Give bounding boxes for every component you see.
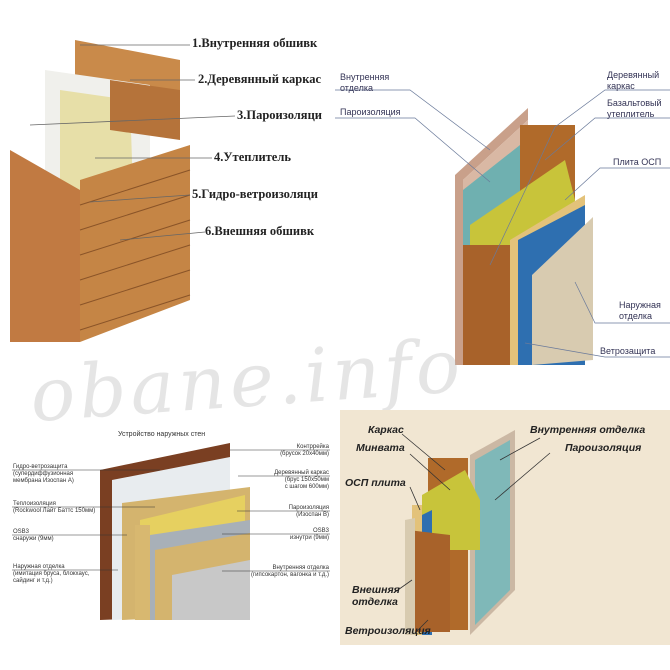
label-wood-frame: 2.Деревянный каркас — [198, 72, 322, 86]
diagram-wall-layers-numbered: 1.Внутренняя обшивк 2.Деревянный каркас … — [0, 30, 335, 350]
label-outer-finish: Наружная отделка (имитация бруса, блокха… — [13, 564, 90, 584]
label-vapor-barrier: Пароизоляция — [565, 442, 642, 454]
label-wind-barrier: Ветроизоляция — [345, 625, 431, 637]
wall-illustration — [335, 89, 670, 365]
label-inner-finish: Внутренняя отделка — [340, 72, 390, 93]
label-osb-board: Плита ОСП — [613, 157, 662, 167]
label-wind-barrier: 5.Гидро-ветроизоляци — [192, 187, 318, 201]
label-thermal-insulation: Теплоизоляция (Rockwool Лайт Баттс 150мм… — [13, 501, 96, 514]
label-counter-batten: Контррейка (брусок 20х40мм) — [280, 444, 329, 457]
label-osb-board: ОСП плита — [345, 477, 406, 489]
wall-illustration — [394, 430, 551, 635]
label-vapor-barrier: 3.Пароизоляци — [237, 108, 322, 122]
label-vapor-barrier: Пароизоляция (Изоспан В) — [288, 505, 329, 518]
label-inner-sheathing: 1.Внутренняя обшивк — [192, 36, 318, 50]
wall-illustration — [12, 443, 330, 620]
label-outer-sheathing: 6.Внешняя обшивк — [205, 224, 315, 238]
label-wind-barrier: Гидро-ветрозащита (супердиффузионная мем… — [13, 464, 74, 484]
diagram-frame-wall-mineral-wool: Каркас Минвата ОСП плита Внешняя отделка… — [340, 410, 670, 645]
label-frame: Каркас — [368, 424, 404, 436]
label-insulation: 4.Утеплитель — [214, 150, 291, 164]
label-outer-finish: Внешняя отделка — [352, 584, 400, 608]
label-wood-frame: Деревянный каркас (брус 150х50мм с шагом… — [274, 470, 329, 490]
label-mineral-wool: Минвата — [356, 442, 405, 454]
label-wood-frame: Деревянный каркас — [607, 70, 660, 91]
diagram-title: Устройство наружных стен — [118, 431, 206, 438]
label-basalt-insulation: Базальтовый утеплитель — [607, 98, 662, 119]
label-osb-inside: OSB3 изнутри (9мм) — [289, 528, 329, 541]
label-osb-outside: OSB3 снаружи (9мм) — [13, 529, 54, 542]
label-outer-finish: Наружная отделка — [619, 300, 661, 321]
label-inner-finish: Внутренняя отделка — [530, 424, 646, 436]
label-wind-protection: Ветрозащита — [600, 346, 656, 356]
diagram-exterior-wall-structure: Устройство наружных стен Гидро-ветрозащи… — [0, 425, 335, 620]
diagram-frame-wall-basalt: Внутренняя отделка Пароизоляция Деревянн… — [335, 60, 670, 370]
label-inner-finish: Внутренняя отделка (гипсокартон, вагонка… — [250, 565, 329, 578]
label-vapor-barrier: Пароизоляция — [340, 107, 401, 117]
wall-illustration — [10, 40, 236, 342]
